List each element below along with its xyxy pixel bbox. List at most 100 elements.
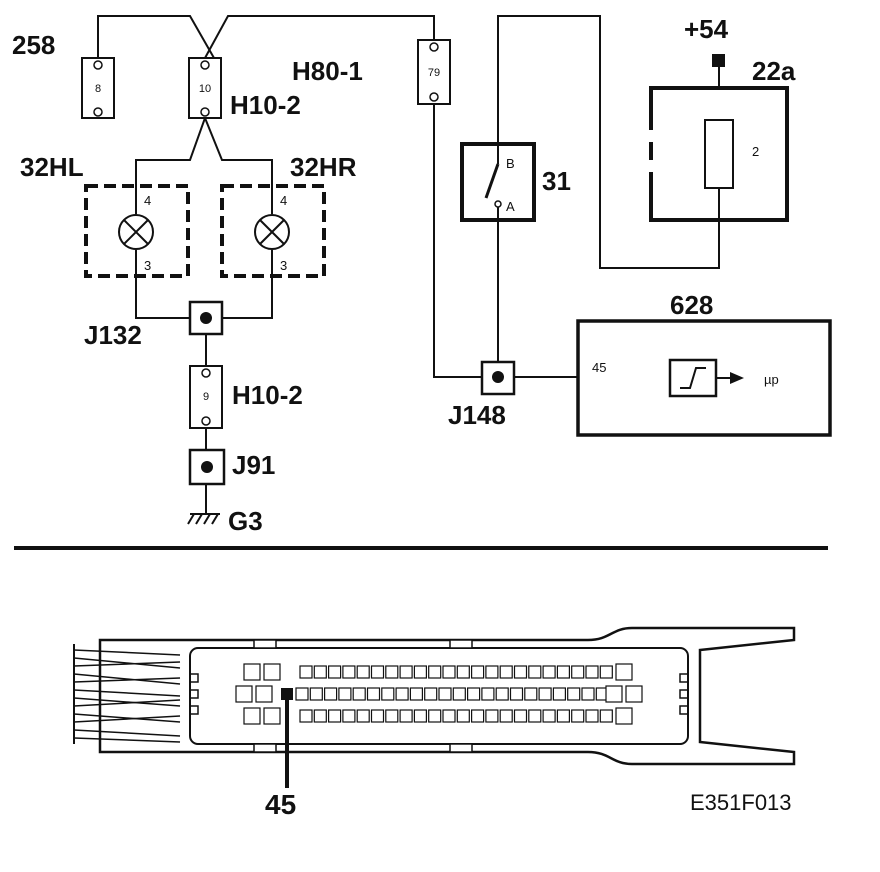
supply-terminal-icon [712,54,725,67]
pin-cavity [243,663,261,681]
pin-cavity [356,665,370,679]
pin-cavity [385,665,399,679]
pin-cavity [295,687,309,701]
label-h80-1: H80-1 [292,56,363,86]
pin-cavity [366,687,381,701]
relay-22a-pin-2: 2 [752,144,759,159]
lamp-32hr-pin-4: 4 [280,193,287,208]
connector-h10-2-top: 10 [188,57,222,119]
connector-h80-1: 79 [417,39,451,105]
lamp-32hr-pin-3: 3 [280,258,287,273]
pin-cavity [381,687,395,701]
relay-22a: 2 [649,86,789,222]
lamp-32hr: 4 3 [220,184,326,278]
pin-cavity [552,687,567,701]
module-628-pin-45: 45 [592,360,606,375]
pin-cavity [399,709,413,723]
pin-cavity [528,665,542,679]
pin-cavity [309,687,323,701]
pin-cavity [571,665,585,679]
pin-cavity [324,687,338,701]
pin-cavity [471,709,485,723]
pin-cavity [567,687,581,701]
lamp-32hl: 4 3 [84,184,190,278]
switch-31: B A [460,142,536,222]
pin-cavity [442,665,456,679]
pin-cavity [542,665,556,679]
pin-cavity [538,687,552,701]
connector-258: 8 [81,57,115,119]
pin-cavity [428,665,442,679]
pin-cavity [328,665,342,679]
pin-cavity [528,709,542,723]
pin-45-marker [281,688,293,700]
pin-cavity [370,665,385,679]
pin-cavity [524,687,538,701]
pin-cavity [471,665,485,679]
label-22a: 22a [752,56,796,86]
connector-258-pin: 8 [95,83,101,95]
pin-cavity [235,685,253,703]
pin-cavity [342,665,356,679]
label-pin-45: 45 [265,789,296,820]
pin-cavity [625,685,643,703]
pin-cavity [542,709,556,723]
pin-cavity [399,665,413,679]
pin-cavity [556,709,571,723]
label-j132: J132 [84,320,142,350]
label-g3: G3 [228,506,263,536]
figure-code: E351F013 [690,790,792,815]
pin-cavity [499,709,513,723]
ground-g3-icon [187,513,220,525]
label-plus54: +54 [684,14,729,44]
pin-cavity [481,687,495,701]
pin-cavity [456,709,470,723]
connector-h10-2-bottom-pin: 9 [203,391,209,403]
label-j91: J91 [232,450,275,480]
connector-h10-2-bottom: 9 [189,365,223,429]
label-h10-2-top: H10-2 [230,90,301,120]
pin-cavity [370,709,385,723]
label-32hr: 32HR [290,152,357,182]
pin-cavity [413,665,427,679]
pin-cavity [424,687,438,701]
pin-cavity [395,687,409,701]
junction-j132 [188,300,224,336]
wire-bundle [73,649,181,743]
pin-cavity [599,665,613,679]
pin-cavity [467,687,481,701]
pin-cavity [485,709,499,723]
pin-cavity [571,709,585,723]
pin-cavity [313,709,327,723]
ecu-connector-illustration [73,626,796,766]
pin-cavity [356,709,370,723]
label-h10-2-bottom: H10-2 [232,380,303,410]
pin-cavity [599,709,613,723]
pin-cavity [342,709,356,723]
pin-cavity [299,709,313,723]
junction-j148 [480,360,516,396]
junction-j91 [188,448,226,486]
pin-cavity [428,709,442,723]
pin-cavity [485,665,499,679]
pin-cavity [263,707,281,725]
lamp-32hl-pin-4: 4 [144,193,151,208]
pin-cavity [615,663,633,681]
pin-cavity [585,709,599,723]
control-module-628: 45 µp [576,319,832,437]
pin-cavity [499,665,513,679]
pin-cavity [409,687,423,701]
switch-31-pin-b: B [506,156,515,171]
pin-cavity [605,685,623,703]
pin-cavity [313,665,327,679]
lamp-32hl-pin-3: 3 [144,258,151,273]
pin-cavity [438,687,452,701]
pin-cavity [556,665,571,679]
pin-cavity [243,707,261,725]
switch-31-pin-a: A [506,199,515,214]
pin-cavity [513,709,528,723]
pin-cavity [581,687,595,701]
microprocessor-label: µp [764,372,779,387]
label-628: 628 [670,290,713,320]
pin-cavity [299,665,313,679]
